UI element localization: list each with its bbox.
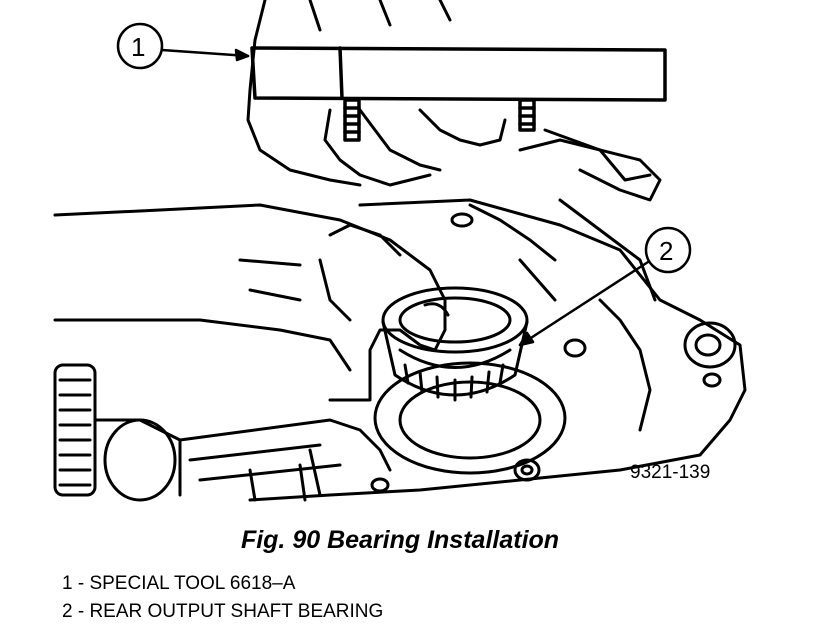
transfer-case-housing (248, 128, 747, 502)
callout-1-number: 1 (131, 32, 145, 62)
figure-id: 9321-139 (630, 462, 711, 483)
rear-output-shaft-bearing (381, 286, 529, 402)
figure-caption: Fig. 90 Bearing Installation (240, 526, 560, 554)
bearing-installation-illustration: 1 2 (53, 0, 747, 502)
bearing-bore (373, 361, 567, 475)
output-shaft-gear (53, 363, 392, 502)
callout-2-number: 2 (659, 236, 673, 266)
special-tool-6618-a (250, 46, 667, 142)
callout-2-leader (518, 226, 692, 347)
upper-hand (246, 0, 507, 187)
hand (53, 203, 450, 402)
legend: 1 - SPECIAL TOOL 6618–A 2 - REAR OUTPUT … (62, 570, 383, 626)
callout-1-leader (116, 22, 250, 70)
legend-item-rear-output-shaft-bearing: 2 - REAR OUTPUT SHAFT BEARING (62, 601, 384, 622)
legend-item-special-tool: 1 - SPECIAL TOOL 6618–A (62, 573, 296, 594)
